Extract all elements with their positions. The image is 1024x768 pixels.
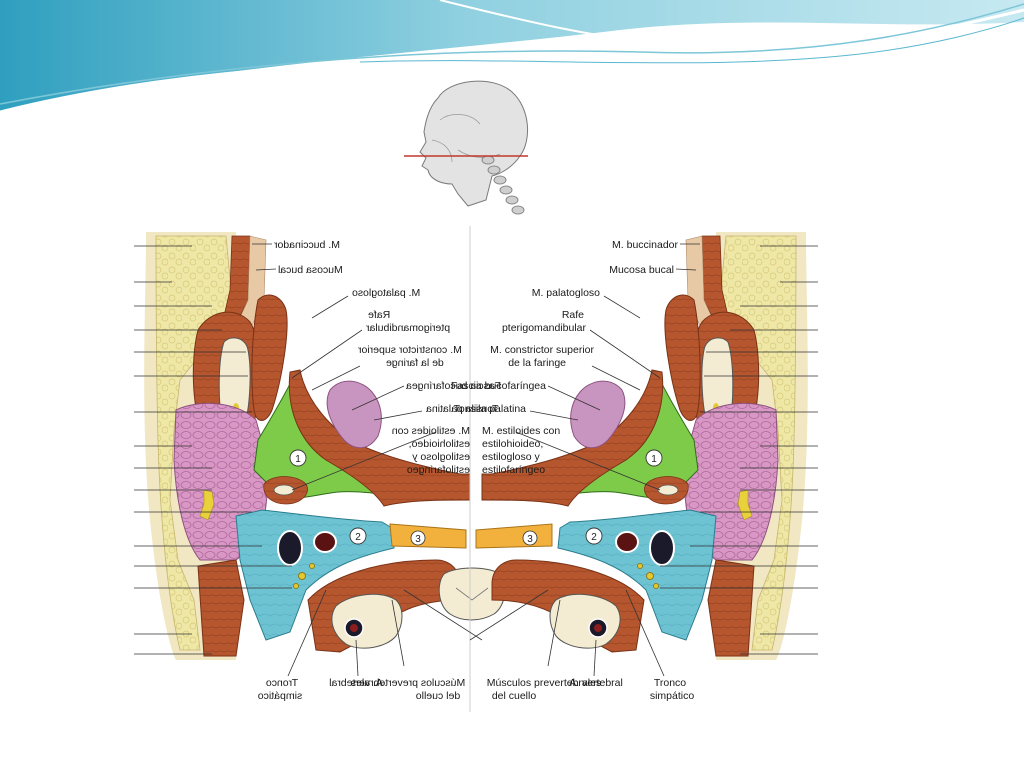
label-estiloides-right-2: estilohioideo, — [482, 438, 543, 450]
leader-lines-right — [469, 243, 818, 677]
label-palatogloso-right: M. palatogloso — [532, 287, 600, 299]
label-constrictor-left-1: M. constrictor superior — [358, 344, 462, 356]
label-constrictor-right-1: M. constrictor superior — [490, 344, 594, 356]
leader-lines-left — [134, 243, 483, 677]
right-half — [481, 232, 808, 660]
label-tronco-left-2: simpático — [258, 690, 303, 702]
label-prevertebrales-left-1: Músculos prevertebrales — [351, 677, 465, 689]
label-tronco-left-1: Tronco — [266, 677, 298, 689]
label-buccinador-right: M. buccinador — [612, 239, 678, 251]
label-estiloides-left-2: estilohioideo, — [409, 438, 470, 450]
space-number-3-right: 3 — [527, 534, 533, 545]
label-prevertebrales-right-1: Músculos prevertebrales — [487, 677, 601, 689]
cross-section-diagram: 1 2 3 3 — [134, 226, 818, 712]
label-fascia-right: Fascia bucofaríngea — [451, 380, 546, 392]
left-tonsil — [326, 380, 382, 449]
label-tronco-right-2: simpático — [650, 690, 695, 702]
label-constrictor-right-2: de la faringe — [508, 357, 566, 369]
labels-left-mirrored: M. buccinador Mucosa bucal M. palatoglos… — [258, 239, 501, 702]
labels-right: M. buccinador Mucosa bucal M. palatoglos… — [451, 239, 694, 702]
label-prevertebrales-left-2: del cuello — [416, 690, 461, 702]
vertebral-body — [438, 567, 506, 621]
label-vertebral-left: A. vertebral — [329, 677, 383, 689]
space-number-2-right: 2 — [591, 532, 597, 543]
label-tronco-right-1: Tronco — [654, 677, 686, 689]
label-fascia-left: Fascia bucofaríngea — [406, 380, 501, 392]
label-estiloides-right-1: M. estiloides con — [482, 425, 560, 437]
space-number-2-left: 2 — [355, 532, 361, 543]
left-scm — [197, 559, 245, 657]
cervical-spine-icon — [481, 155, 525, 215]
label-prevertebrales-right-2: del cuello — [492, 690, 537, 702]
label-palatogloso-left: M. palatogloso — [352, 287, 420, 299]
label-rafe-left-1: Rafe — [368, 309, 390, 321]
left-internal-jugular — [277, 530, 303, 566]
label-tonsila-left: Tonsila palatina — [426, 403, 499, 415]
label-estiloides-right-3: estilogloso y — [482, 451, 541, 463]
label-vertebral-right: A. vertebral — [569, 677, 623, 689]
label-rafe-left-2: pterigomandibular — [366, 322, 451, 334]
space-number-1-left: 1 — [295, 454, 301, 465]
head-orientation-thumbnail — [400, 68, 560, 220]
left-internal-carotid — [313, 531, 337, 553]
label-estiloides-left-4: estilofaríngeo — [407, 464, 470, 476]
label-estiloides-left-3: estilogloso y — [411, 451, 470, 463]
left-vertebra-transverse — [331, 593, 403, 649]
label-rafe-right-2: pterigomandibular — [502, 322, 587, 334]
label-rafe-right-1: Rafe — [562, 309, 584, 321]
label-mucosa-right: Mucosa bucal — [609, 264, 674, 276]
label-estiloides-right-4: estilofaríngeo — [482, 464, 545, 476]
space-number-1-right: 1 — [651, 454, 657, 465]
label-buccinador-left: M. buccinador — [274, 239, 340, 251]
label-constrictor-left-2: de la faringe — [386, 357, 444, 369]
header-swoosh — [0, 0, 1024, 114]
space-number-3-left: 3 — [415, 534, 421, 545]
retropharyngeal-space-left — [389, 523, 467, 549]
label-estiloides-left-1: M. estiloides con — [392, 425, 470, 437]
left-pterygoid — [251, 294, 288, 421]
label-mucosa-left: Mucosa bucal — [278, 264, 343, 276]
label-tonsila-right: Tonsila palatina — [454, 403, 527, 415]
